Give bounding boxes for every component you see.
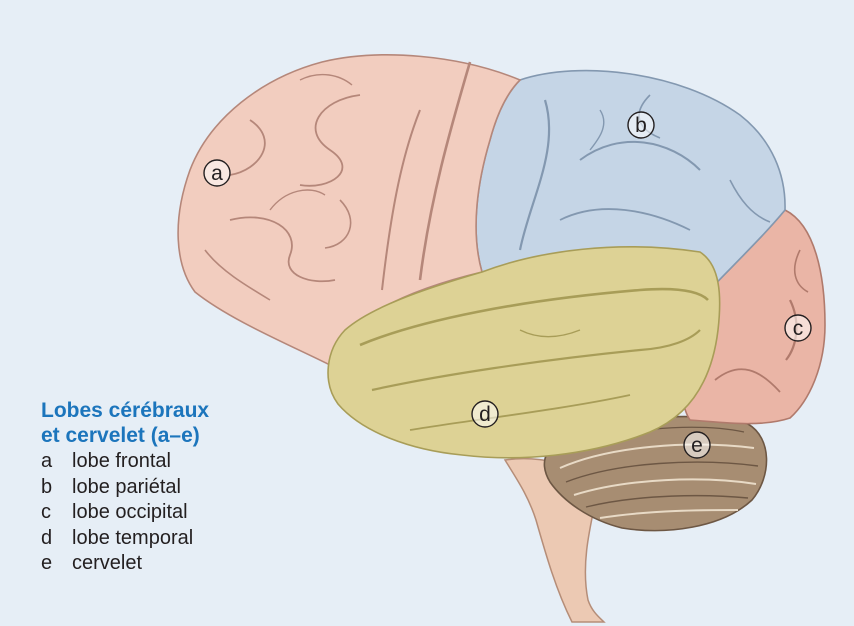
legend-key: c <box>41 500 72 526</box>
marker-a: a <box>204 160 230 186</box>
svg-text:c: c <box>793 317 804 340</box>
legend-key: a <box>41 449 72 475</box>
legend-label: lobe frontal <box>72 450 171 472</box>
marker-b: b <box>628 112 654 138</box>
legend-key: d <box>41 526 72 552</box>
svg-text:d: d <box>479 403 491 426</box>
legend-label: lobe temporal <box>72 527 193 549</box>
legend-label: lobe pariétal <box>72 476 181 498</box>
svg-text:b: b <box>635 114 647 137</box>
legend-title-line-1: Lobes cérébraux <box>41 398 209 423</box>
marker-d: d <box>472 401 498 427</box>
legend-title-line-2: et cervelet (a–e) <box>41 423 209 448</box>
legend-label: lobe occipital <box>72 501 188 523</box>
legend-title: Lobes cérébraux et cervelet (a–e) <box>41 398 209 448</box>
marker-e: e <box>684 432 710 458</box>
svg-text:e: e <box>691 434 703 457</box>
legend-key: b <box>41 475 72 501</box>
marker-c: c <box>785 315 811 341</box>
svg-text:a: a <box>211 162 223 185</box>
legend-label: cervelet <box>72 552 142 574</box>
legend-key: e <box>41 551 72 577</box>
